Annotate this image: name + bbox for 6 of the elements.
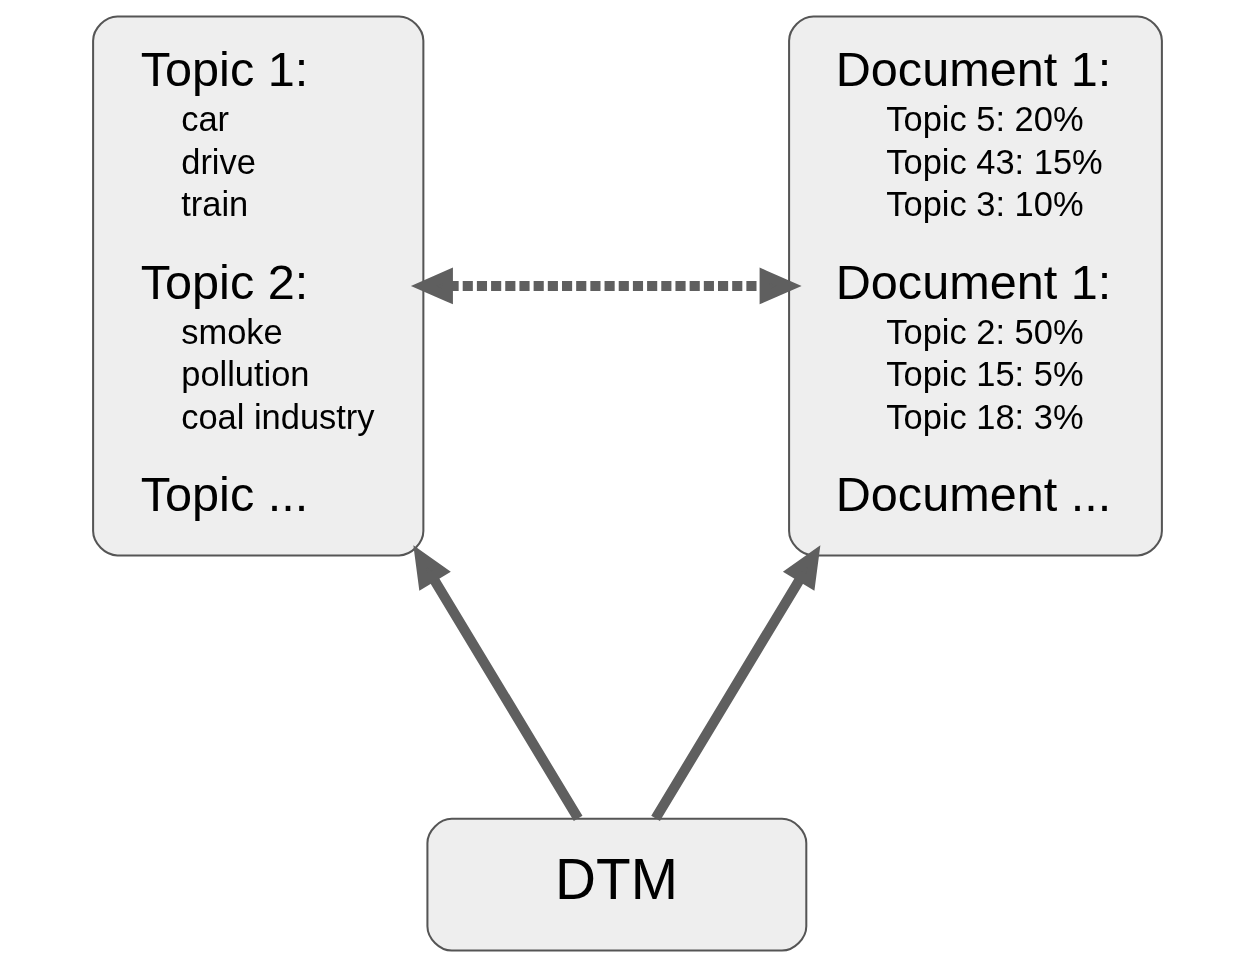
node-box: Document 1: Topic 5: 20% Topic 43: 15% Topic 3: 10% Document 1: Topic 2: 50% Topic 15: 5% Topic 18: 3% Document ...	[788, 15, 1163, 557]
arrow	[651, 545, 821, 822]
arrow	[413, 545, 583, 822]
node-box: DTM	[426, 817, 808, 952]
arrow	[410, 267, 802, 305]
node-box: Topic 1: car drive train Topic 2: smoke pollution coal industry Topic ...	[92, 15, 425, 557]
